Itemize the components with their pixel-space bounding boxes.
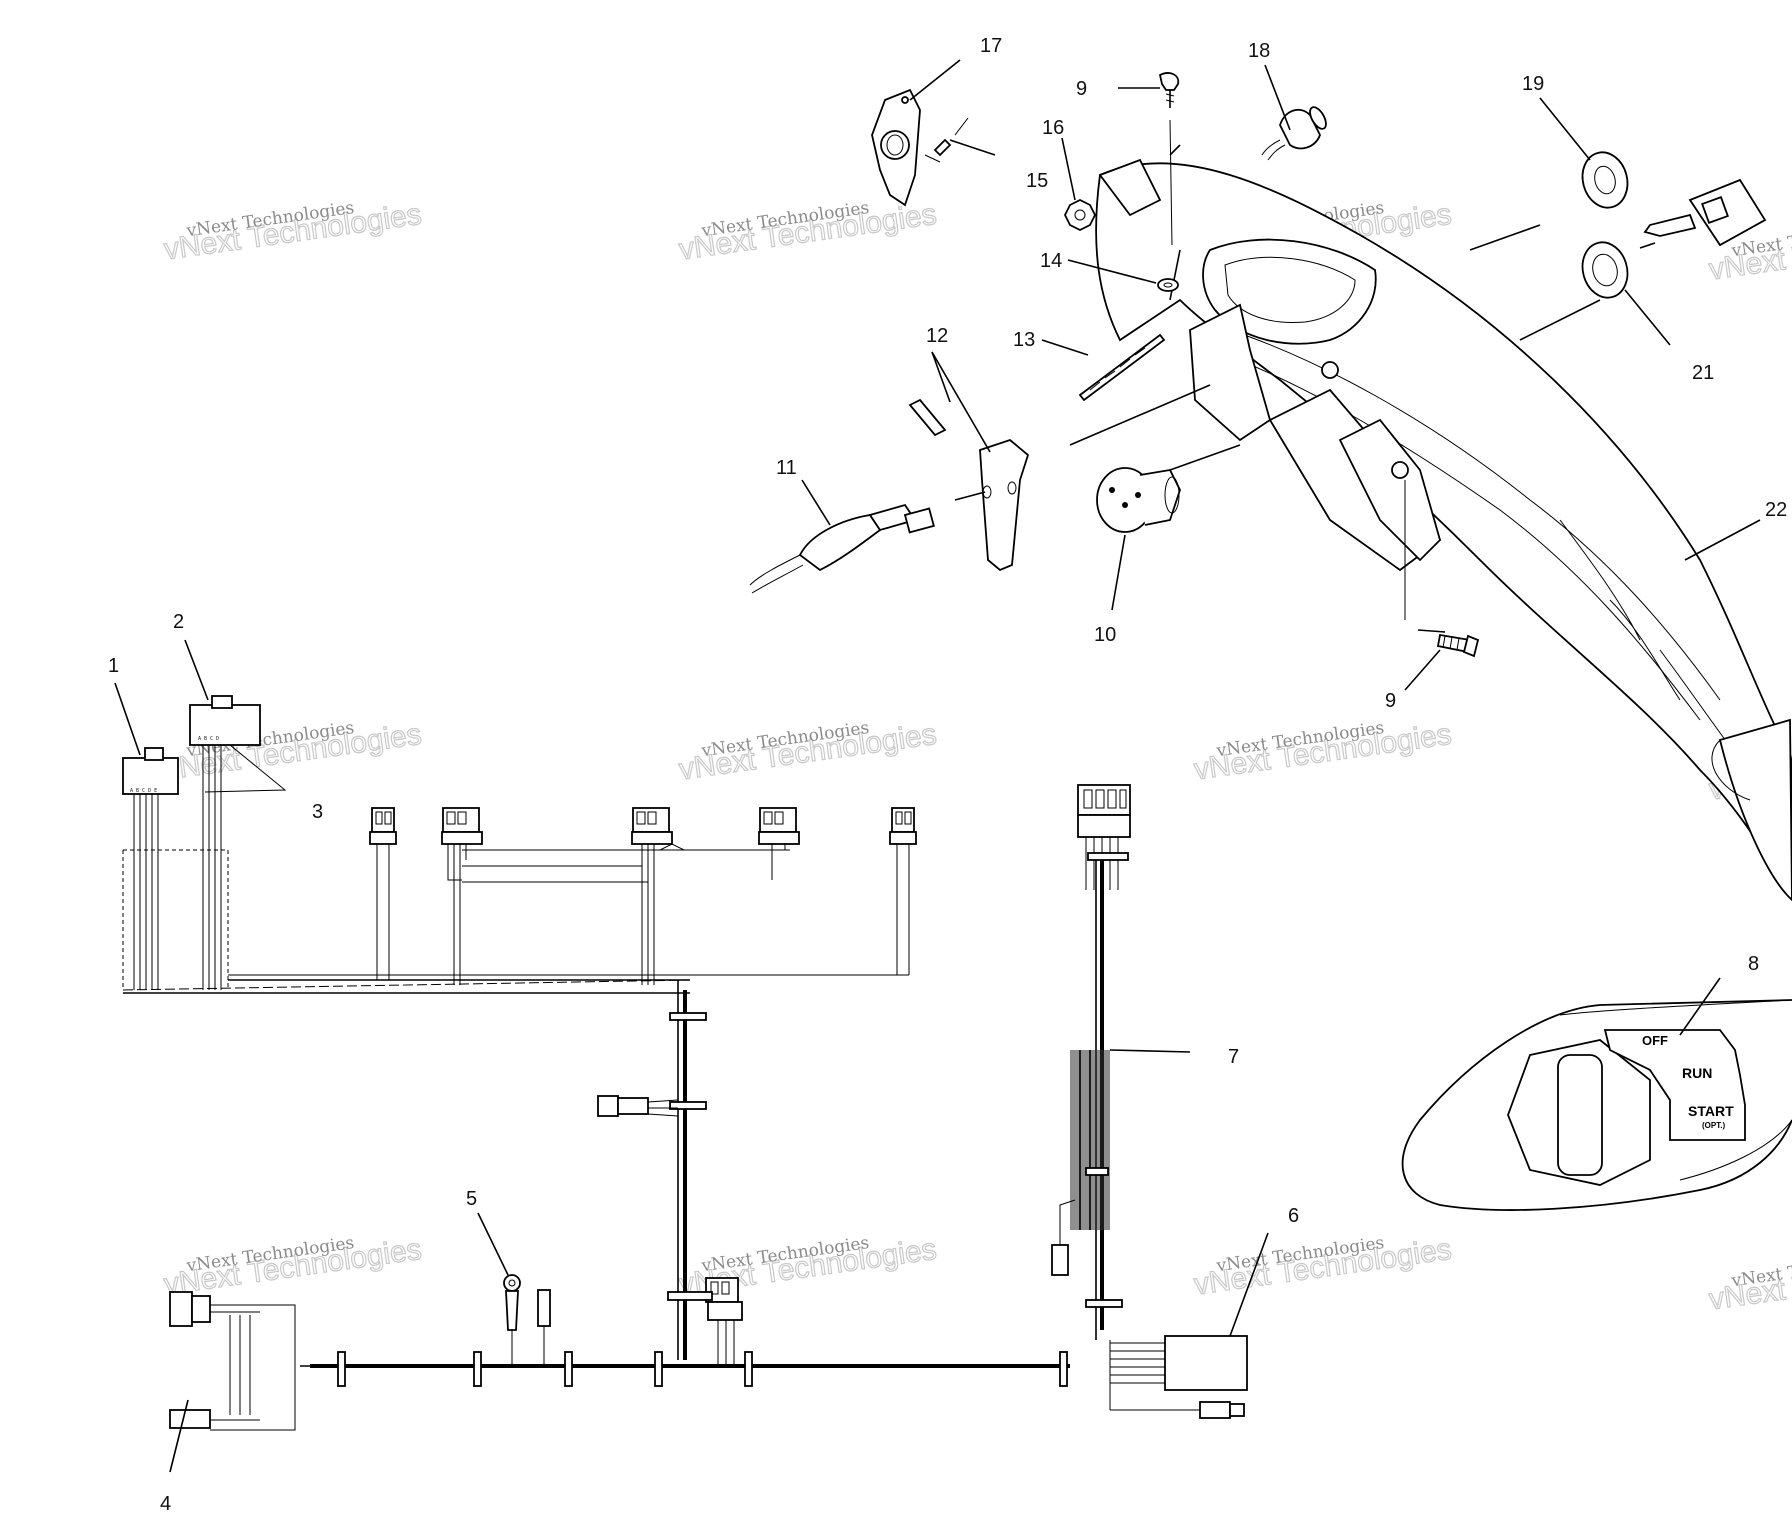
dash-panel (1069, 144, 1792, 902)
trunk-branch-connector (597, 1095, 679, 1117)
nut-16 (1063, 198, 1097, 232)
connector-small-e (228, 807, 917, 976)
connector-small-d (758, 807, 800, 880)
callout-17: 17 (980, 35, 1002, 57)
connector-2: A B C D (189, 695, 261, 990)
bulb-18 (1261, 106, 1327, 161)
watermark: vNext Technologies vNext Technologies (161, 197, 424, 267)
callout-2: 2 (173, 611, 184, 633)
ignition-switch-plate: OFF RUN START (OPT.) (1401, 999, 1792, 1211)
pin-12 (908, 398, 947, 437)
connector-trunk-bottom (667, 1277, 743, 1366)
callout-6: 6 (1288, 1205, 1299, 1227)
connector-4 (169, 1291, 296, 1431)
callout-12: 12 (926, 325, 948, 347)
ring-terminal-5 (503, 1274, 551, 1366)
callout-22: 22 (1765, 499, 1787, 521)
wiring-harness: A B C D E A B C D (122, 695, 1248, 1431)
strip-13 (1078, 333, 1166, 402)
svg-text:A B C D: A B C D (198, 736, 219, 742)
callout-9-top: 9 (1076, 78, 1087, 100)
grommet-19 (1581, 151, 1629, 209)
key (1643, 178, 1767, 247)
cable-11 (749, 503, 935, 594)
callout-7: 7 (1228, 1046, 1239, 1068)
callout-16: 16 (1042, 117, 1064, 139)
washer-14 (1157, 278, 1179, 292)
callout-4: 4 (160, 1493, 171, 1515)
screw-9-top (1158, 72, 1180, 246)
run-label: RUN (1682, 1065, 1712, 1081)
connector-small-c (631, 807, 673, 985)
callout-11: 11 (776, 457, 797, 479)
connector-small-b (441, 807, 483, 985)
callout-15: 15 (1026, 170, 1048, 192)
watermark: vNext Technologies vNext Technologies (1191, 717, 1454, 787)
callout-3: 3 (312, 801, 323, 823)
connector-6 (1109, 1335, 1248, 1419)
screw-9-bottom (1404, 480, 1480, 658)
leader-lines (114, 59, 1761, 1473)
connector-small-a (369, 807, 397, 980)
callout-19: 19 (1522, 73, 1544, 95)
bracket-17 (871, 88, 996, 207)
callout-21: 21 (1692, 362, 1714, 384)
callout-18: 18 (1248, 40, 1270, 62)
callout-1: 1 (108, 655, 119, 677)
callout-10: 10 (1094, 624, 1116, 646)
start-label: START (1688, 1103, 1734, 1119)
off-label: OFF (1642, 1033, 1668, 1048)
watermark: vNext Technologies vNext Technologies (161, 1232, 424, 1302)
nut-21 (1581, 241, 1656, 299)
watermark: vNext Technologies vNext Technologies (1706, 1247, 1792, 1317)
connector-top-right (1077, 784, 1131, 890)
callout-13: 13 (1013, 329, 1035, 351)
watermark: vNext Technologies vNext Technologies (1191, 1232, 1454, 1302)
svg-text:A B C D E: A B C D E (130, 788, 157, 794)
choke-lever (954, 438, 1030, 572)
watermark: vNext Technologies vNext Technologies (676, 717, 939, 787)
callout-5: 5 (466, 1188, 477, 1210)
switch-10 (1096, 467, 1181, 533)
callout-9-bottom: 9 (1385, 690, 1396, 712)
callout-numbers: 1 2 3 4 5 6 7 8 9 9 10 11 12 13 14 15 16… (108, 35, 1787, 1515)
start-opt-label: (OPT.) (1702, 1121, 1725, 1130)
connector-1: A B C D E (122, 747, 179, 990)
callout-8: 8 (1748, 953, 1759, 975)
callout-14: 14 (1040, 250, 1062, 272)
